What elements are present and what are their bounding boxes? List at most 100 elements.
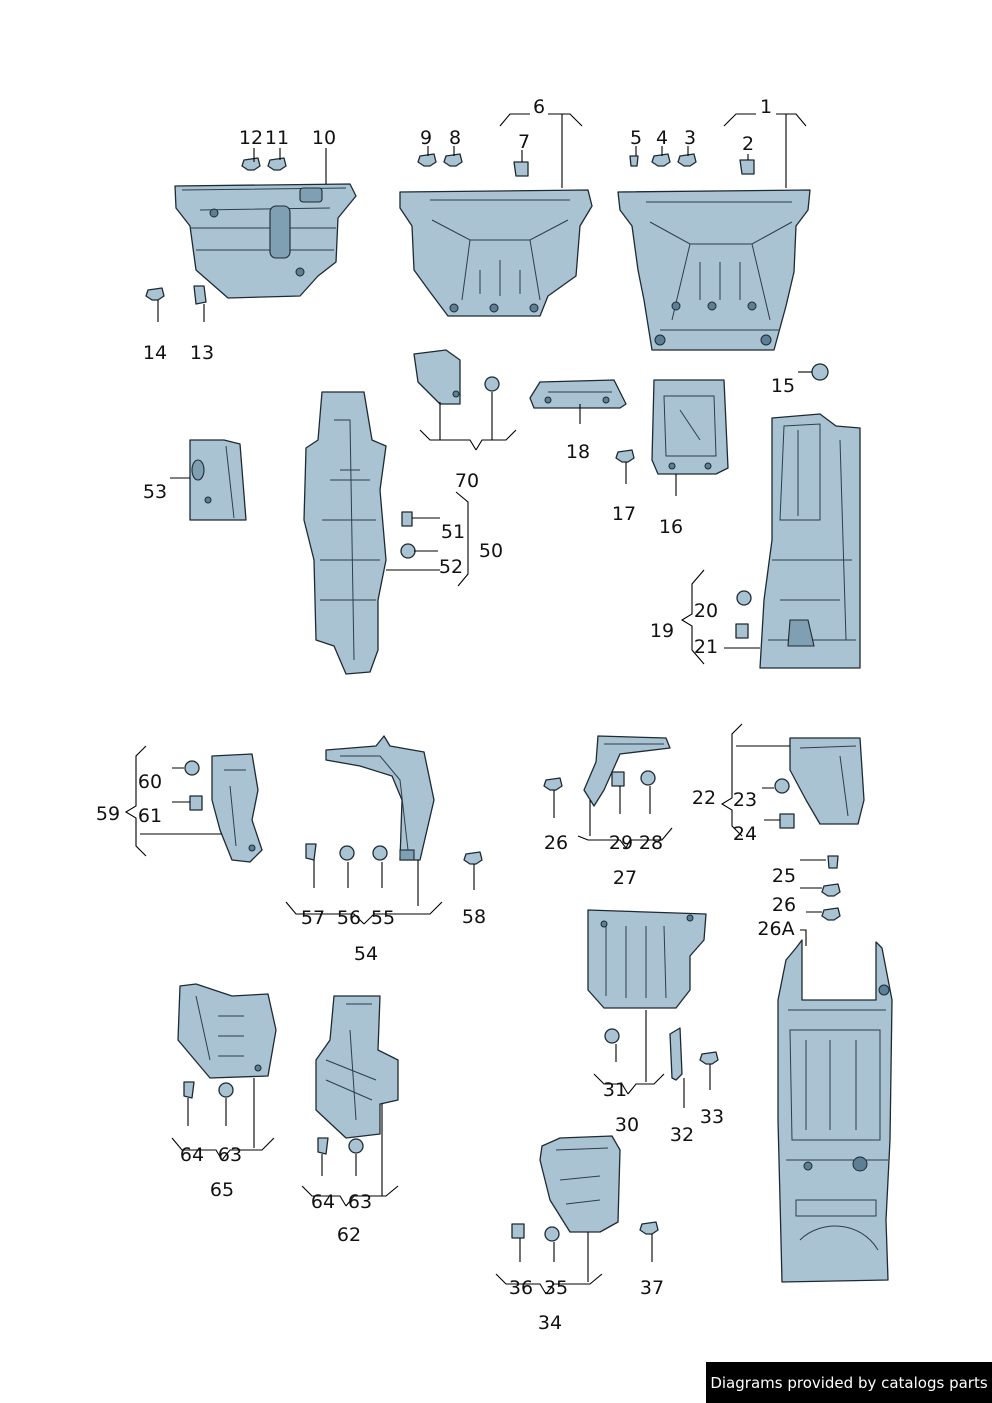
- nut-60[interactable]: [184, 760, 200, 776]
- clip-12[interactable]: [241, 157, 261, 171]
- part-70-bracket[interactable]: [413, 349, 461, 405]
- callout-63-right: 63: [348, 1191, 372, 1213]
- part-30-shield[interactable]: [587, 909, 707, 1009]
- part-54-heat-shield[interactable]: [325, 735, 435, 861]
- nut-52[interactable]: [400, 543, 416, 559]
- callout-2: 2: [742, 133, 754, 155]
- callout-31: 31: [603, 1079, 627, 1101]
- part-10-front-shield[interactable]: [174, 183, 357, 299]
- callout-55: 55: [371, 907, 395, 929]
- callout-21: 21: [694, 636, 718, 658]
- callout-8: 8: [449, 127, 461, 149]
- nut-15[interactable]: [811, 363, 829, 381]
- clip-58[interactable]: [463, 851, 483, 865]
- clip-9[interactable]: [417, 153, 437, 167]
- part-6-engine-undershield[interactable]: [399, 189, 593, 317]
- part-19-side-panel[interactable]: [759, 413, 861, 669]
- nut-31[interactable]: [604, 1028, 620, 1044]
- clip-21[interactable]: [735, 623, 749, 639]
- nut-20[interactable]: [736, 590, 752, 606]
- leader-lines: [124, 113, 826, 1295]
- nut-63-right[interactable]: [348, 1138, 364, 1154]
- screw-5[interactable]: [629, 155, 639, 167]
- part-34-heat-shield[interactable]: [539, 1135, 621, 1233]
- callout-37: 37: [640, 1277, 664, 1299]
- part-22-heat-shield[interactable]: [789, 737, 865, 825]
- part-27-bracket[interactable]: [583, 735, 671, 807]
- callout-59: 59: [96, 803, 120, 825]
- callout-29: 29: [609, 832, 633, 854]
- callout-34: 34: [538, 1312, 562, 1334]
- underbody-floor-panel[interactable]: [777, 939, 893, 1283]
- clip-61[interactable]: [189, 795, 203, 811]
- callout-9: 9: [420, 127, 432, 149]
- nut-2[interactable]: [739, 159, 755, 175]
- clip-17[interactable]: [615, 449, 635, 463]
- nut-70[interactable]: [484, 376, 500, 392]
- clip-57[interactable]: [305, 843, 317, 861]
- callout-14: 14: [143, 342, 167, 364]
- part-18-cover[interactable]: [529, 379, 627, 409]
- callout-4: 4: [656, 127, 668, 149]
- callout-22: 22: [692, 787, 716, 809]
- callout-3: 3: [684, 127, 696, 149]
- callout-25: 25: [772, 865, 796, 887]
- clip-37[interactable]: [639, 1221, 659, 1235]
- part-65-heat-shield[interactable]: [177, 983, 277, 1079]
- clip-3[interactable]: [677, 153, 697, 167]
- part-53-heat-shield[interactable]: [189, 439, 247, 521]
- nut-63-left[interactable]: [218, 1082, 234, 1098]
- screw-25[interactable]: [827, 855, 839, 869]
- callout-17: 17: [612, 503, 636, 525]
- bracket-32[interactable]: [669, 1027, 683, 1081]
- callout-30: 30: [615, 1114, 639, 1136]
- clip-14[interactable]: [145, 287, 165, 301]
- clip-36[interactable]: [511, 1223, 525, 1239]
- callout-12: 12: [239, 127, 263, 149]
- nut-28[interactable]: [640, 770, 656, 786]
- callout-15: 15: [771, 375, 795, 397]
- callout-18: 18: [566, 441, 590, 463]
- callout-13: 13: [190, 342, 214, 364]
- clip-64-left[interactable]: [183, 1081, 195, 1099]
- callout-64-right: 64: [311, 1191, 335, 1213]
- callout-57: 57: [301, 907, 325, 929]
- callout-24: 24: [733, 823, 757, 845]
- clip-26-right[interactable]: [821, 883, 841, 897]
- clip-51[interactable]: [401, 511, 413, 527]
- callout-20: 20: [694, 600, 718, 622]
- callout-52: 52: [439, 556, 463, 578]
- callout-5: 5: [630, 127, 642, 149]
- callout-35: 35: [544, 1277, 568, 1299]
- clip-26A[interactable]: [821, 907, 841, 921]
- clip-64-right[interactable]: [317, 1137, 329, 1155]
- part-1-engine-undershield[interactable]: [617, 189, 811, 351]
- callout-54: 54: [354, 943, 378, 965]
- nut-23[interactable]: [774, 778, 790, 794]
- clip-8[interactable]: [443, 153, 463, 167]
- nut-55[interactable]: [372, 845, 388, 861]
- callout-53: 53: [143, 481, 167, 503]
- callout-11: 11: [265, 127, 289, 149]
- clip-13[interactable]: [193, 285, 207, 305]
- callout-64-left: 64: [180, 1144, 204, 1166]
- clip-24[interactable]: [779, 813, 795, 829]
- callout-26A: 26A: [757, 918, 794, 940]
- part-62-heat-shield[interactable]: [315, 995, 399, 1139]
- clip-29[interactable]: [611, 771, 625, 787]
- clip-4[interactable]: [651, 153, 671, 167]
- nut-7[interactable]: [513, 161, 529, 177]
- clip-11[interactable]: [267, 157, 287, 171]
- callout-26-left: 26: [544, 832, 568, 854]
- clip-33[interactable]: [699, 1051, 719, 1065]
- part-59-heat-shield[interactable]: [211, 753, 263, 863]
- nut-56[interactable]: [339, 845, 355, 861]
- callout-70: 70: [455, 470, 479, 492]
- part-16-shield-plate[interactable]: [651, 379, 729, 475]
- part-50-tunnel-shield[interactable]: [303, 391, 387, 675]
- callout-51: 51: [441, 521, 465, 543]
- clip-26-left[interactable]: [543, 777, 563, 791]
- nut-35[interactable]: [544, 1226, 560, 1242]
- callout-23: 23: [733, 789, 757, 811]
